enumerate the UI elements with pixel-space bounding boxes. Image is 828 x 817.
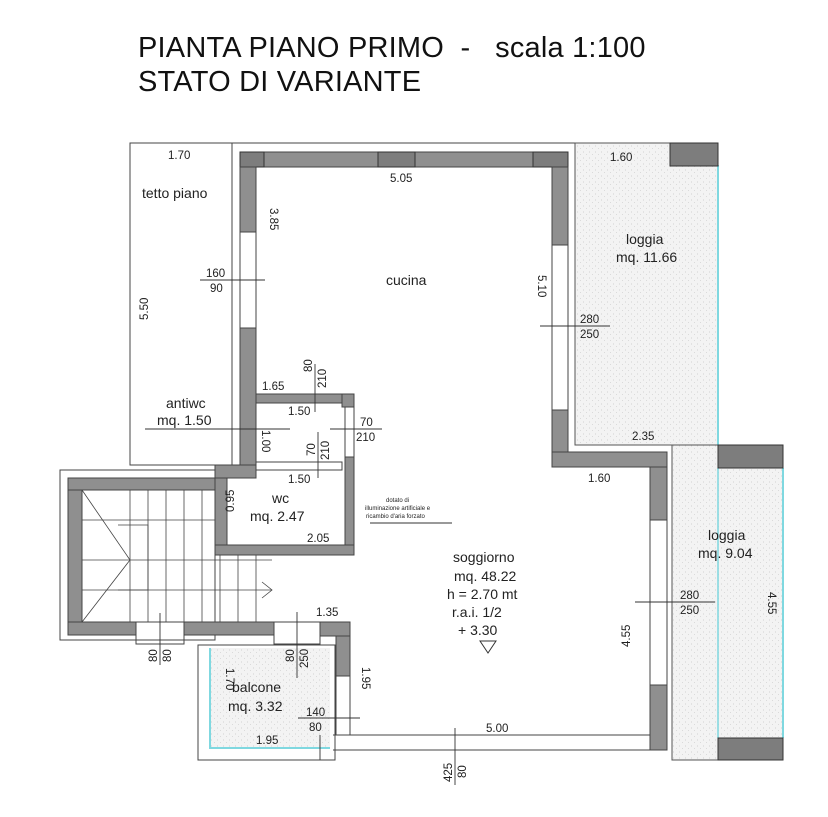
svg-text:250: 250 [680,605,699,617]
label-tetto-piano: tetto piano [142,185,208,201]
staircase [81,489,273,623]
svg-text:4.55: 4.55 [765,592,777,614]
area-loggia-upper: mq. 11.66 [616,249,677,265]
room-labels: tetto piano cucina loggia mq. 11.66 logg… [142,185,753,714]
dimension-lines [145,279,715,785]
label-balcone: balcone [232,679,281,695]
svg-text:250: 250 [580,329,599,341]
svg-text:0.95: 0.95 [225,490,237,512]
svg-text:210: 210 [320,441,332,460]
svg-text:1.00: 1.00 [259,430,271,452]
svg-text:5.10: 5.10 [535,275,547,297]
ventilation-note: dotato di illuminazione artificiale e ri… [365,498,431,520]
svg-text:5.50: 5.50 [139,298,151,320]
plan-title: PIANTA PIANO PRIMO - scala 1:100 [138,32,646,64]
area-loggia-lower: mq. 9.04 [698,545,753,561]
svg-text:1.95: 1.95 [359,667,371,689]
svg-text:210: 210 [356,432,375,444]
svg-text:1.70: 1.70 [168,150,190,162]
svg-text:1.65: 1.65 [262,381,284,393]
dimension-texts: 1.70 5.50 3.85 5.05 5.10 1.60 2.35 1.60 … [139,150,777,747]
label-loggia-upper: loggia [626,231,664,247]
area-antiwc: mq. 1.50 [157,412,212,428]
svg-text:80: 80 [148,649,160,662]
svg-text:2.35: 2.35 [632,431,654,443]
area-balcone: mq. 3.32 [228,698,283,714]
area-soggiorno: mq. 48.22 [454,568,516,584]
level-soggiorno: + 3.30 [458,622,498,638]
opening-labels: 160 90 280 250 280 250 80 210 70 210 70 … [148,268,699,782]
balcone-area [197,644,336,761]
label-loggia-lower: loggia [708,527,746,543]
height-soggiorno: h = 2.70 mt [447,586,518,602]
svg-text:1.95: 1.95 [256,735,278,747]
svg-text:70: 70 [360,417,373,429]
svg-text:70: 70 [306,443,318,456]
svg-text:280: 280 [580,314,599,326]
svg-text:80: 80 [285,649,297,662]
svg-text:5.05: 5.05 [390,173,412,185]
plan-subtitle: STATO DI VARIANTE [138,66,422,98]
svg-text:1.70: 1.70 [223,668,235,690]
svg-text:80: 80 [303,359,315,372]
label-wc: wc [271,490,289,506]
label-cucina: cucina [386,272,427,288]
svg-text:80: 80 [309,722,322,734]
label-antiwc: antiwc [166,395,206,411]
walls [59,151,668,760]
svg-text:140: 140 [306,707,325,719]
svg-text:425: 425 [443,763,455,782]
svg-text:280: 280 [680,590,699,602]
loggia-lower-area [671,444,784,761]
svg-text:1.50: 1.50 [288,406,310,418]
tetto-piano-area [129,142,575,466]
svg-text:1.60: 1.60 [610,152,632,164]
svg-text:1.50: 1.50 [288,474,310,486]
svg-text:250: 250 [299,649,311,668]
svg-text:2.05: 2.05 [307,533,329,545]
svg-text:dotato di: dotato di [386,498,409,504]
svg-text:illuminazione artificiale e: illuminazione artificiale e [365,506,431,512]
svg-text:ricambio d'aria forzato: ricambio d'aria forzato [366,514,426,520]
svg-text:160: 160 [206,268,225,280]
label-soggiorno: soggiorno [453,549,515,565]
svg-text:90: 90 [210,283,223,295]
loggia-upper-area [574,142,719,446]
rai-soggiorno: r.a.i. 1/2 [452,604,502,620]
level-marker-icon [479,640,497,654]
svg-text:80: 80 [162,649,174,662]
area-wc: mq. 2.47 [250,508,305,524]
svg-text:80: 80 [457,765,469,778]
svg-text:1.35: 1.35 [316,607,338,619]
svg-text:210: 210 [317,369,329,388]
svg-text:3.85: 3.85 [267,208,279,230]
svg-text:5.00: 5.00 [486,723,508,735]
svg-text:1.60: 1.60 [588,473,610,485]
svg-text:4.55: 4.55 [621,625,633,647]
